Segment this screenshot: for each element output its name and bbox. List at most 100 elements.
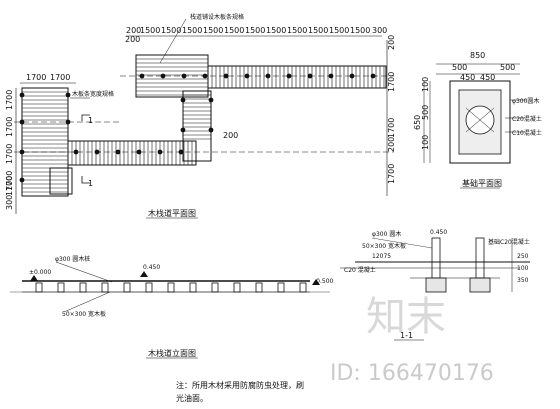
elevation-pile — [233, 282, 241, 293]
top-dim-6: 1500 — [245, 26, 265, 35]
elevation-pile — [145, 282, 153, 293]
top-dim-10: 1500 — [329, 26, 349, 35]
foundation-label-c20: C20混凝土 — [512, 115, 542, 123]
boardwalk-plan — [14, 35, 394, 214]
plan-post — [178, 149, 184, 155]
plan-post — [244, 73, 250, 79]
elevation-caption: 木栈道立面图 — [148, 348, 196, 358]
section-depth-3: 350 — [517, 277, 529, 284]
elevation-pile — [79, 282, 87, 293]
side-dim-1: 200 — [223, 131, 238, 140]
plan-post — [136, 149, 142, 155]
plan-post — [349, 73, 355, 79]
left-vert-dim-0: 1700 — [5, 90, 14, 110]
plan-post — [73, 149, 79, 155]
top-dim-11: 1500 — [350, 26, 370, 35]
top-dim-9: 1500 — [308, 26, 328, 35]
top-dim-7: 1500 — [266, 26, 286, 35]
plan-post — [65, 92, 71, 98]
elev-level-right: -0.500 — [314, 278, 334, 285]
foundation-side-dim-3: 650 — [413, 115, 422, 130]
foundation-label-c10: C10混凝土 — [512, 129, 542, 137]
plan-post — [265, 73, 271, 79]
left-bottom-dim-0: 1700 — [5, 176, 14, 196]
elevation-pile — [211, 282, 219, 293]
right-vert-dim-3: 200 — [387, 137, 396, 152]
elevation-pile — [101, 282, 109, 293]
section-spacing-label: 12075 — [372, 253, 391, 260]
top-dim-5: 1500 — [224, 26, 244, 35]
plan-post — [19, 92, 25, 98]
side-dim-2: 200 — [125, 35, 140, 44]
plan-post — [208, 97, 214, 103]
plan-post — [19, 119, 25, 125]
foundation-inner-dim-0: 450 — [460, 73, 475, 82]
elevation-pile — [299, 282, 307, 293]
left-vert-dim-1: 1700 — [5, 117, 14, 137]
plan-post — [370, 73, 376, 79]
elevation-pile — [57, 282, 65, 293]
elevation-pile — [277, 282, 285, 293]
note-line-2: 光油面。 — [176, 393, 208, 403]
section-mark-top: 1 — [88, 116, 93, 125]
top-dim-12: 300 — [372, 26, 387, 35]
watermark-logo: 知末 — [366, 294, 446, 340]
top-dim-8: 1500 — [287, 26, 307, 35]
right-vert-dim-2: 1700 — [387, 118, 396, 138]
foundation-side-dim-0: 100 — [421, 77, 430, 92]
plan-post — [115, 149, 121, 155]
foundation-top-dim-1: 500 — [452, 63, 467, 72]
top-dim-1: 1500 — [140, 26, 160, 35]
foundation-side-dim-1: 500 — [421, 105, 430, 120]
plan-post — [139, 73, 145, 79]
plan-caption: 木栈道平面图 — [148, 208, 196, 218]
callout-plan-top: 栈道铺设木板条规格 — [190, 13, 244, 21]
section-level: 0.450 — [430, 229, 447, 236]
elev-pile-label: φ300 圆木桩 — [55, 255, 90, 263]
top-dim-3: 1500 — [182, 26, 202, 35]
elev-beam-label: 50×300 宽木板 — [62, 310, 106, 318]
foundation-inner-dim-1: 450 — [480, 73, 495, 82]
plan-left-top-dimensions: 1700 1700 — [26, 73, 70, 82]
foundation-plan — [423, 63, 526, 164]
section-note-right: 基础C20混凝土 — [488, 238, 530, 246]
section-depth-1: 250 — [517, 253, 529, 260]
plan-post — [157, 149, 163, 155]
plan-post — [19, 177, 25, 183]
left-top-dim-1: 1700 — [50, 73, 70, 82]
watermark-id: ID: 166470176 — [330, 361, 494, 386]
section-concrete-label: C20 混凝土 — [344, 266, 376, 274]
plan-post — [65, 119, 71, 125]
foundation-caption: 基础平面图 — [462, 178, 502, 188]
foundation-top-dim-0: 850 — [470, 51, 485, 60]
plan-post — [181, 73, 187, 79]
elevation-pile — [35, 282, 43, 293]
foundation-top-dim-2: 500 — [500, 63, 515, 72]
plan-post — [94, 149, 100, 155]
plan-post — [208, 127, 214, 133]
plan-post — [223, 73, 229, 79]
section-mark-bottom: 1 — [88, 179, 93, 188]
section-pile-label: φ300 圆木 — [372, 230, 401, 238]
plan-posts — [19, 73, 376, 183]
foundation-label-pile: φ300圆木 — [512, 97, 539, 105]
elevation-pile — [255, 282, 263, 293]
elev-level-mid: 0.450 — [143, 264, 160, 271]
plan-post — [180, 97, 186, 103]
elevation-pile — [123, 282, 131, 293]
top-dim-0: 200 — [126, 26, 141, 35]
left-top-dim-0: 1700 — [26, 73, 46, 82]
plan-post — [19, 149, 25, 155]
section-depth-2: 100 — [517, 265, 529, 272]
boardwalk-elevation — [10, 280, 330, 293]
right-vert-dim-4: 1700 — [387, 164, 396, 184]
section-beam-label: 50×300 宽木板 — [362, 242, 406, 250]
plan-post — [328, 73, 334, 79]
right-vert-dim-1: 1700 — [387, 72, 396, 92]
plan-post — [202, 73, 208, 79]
